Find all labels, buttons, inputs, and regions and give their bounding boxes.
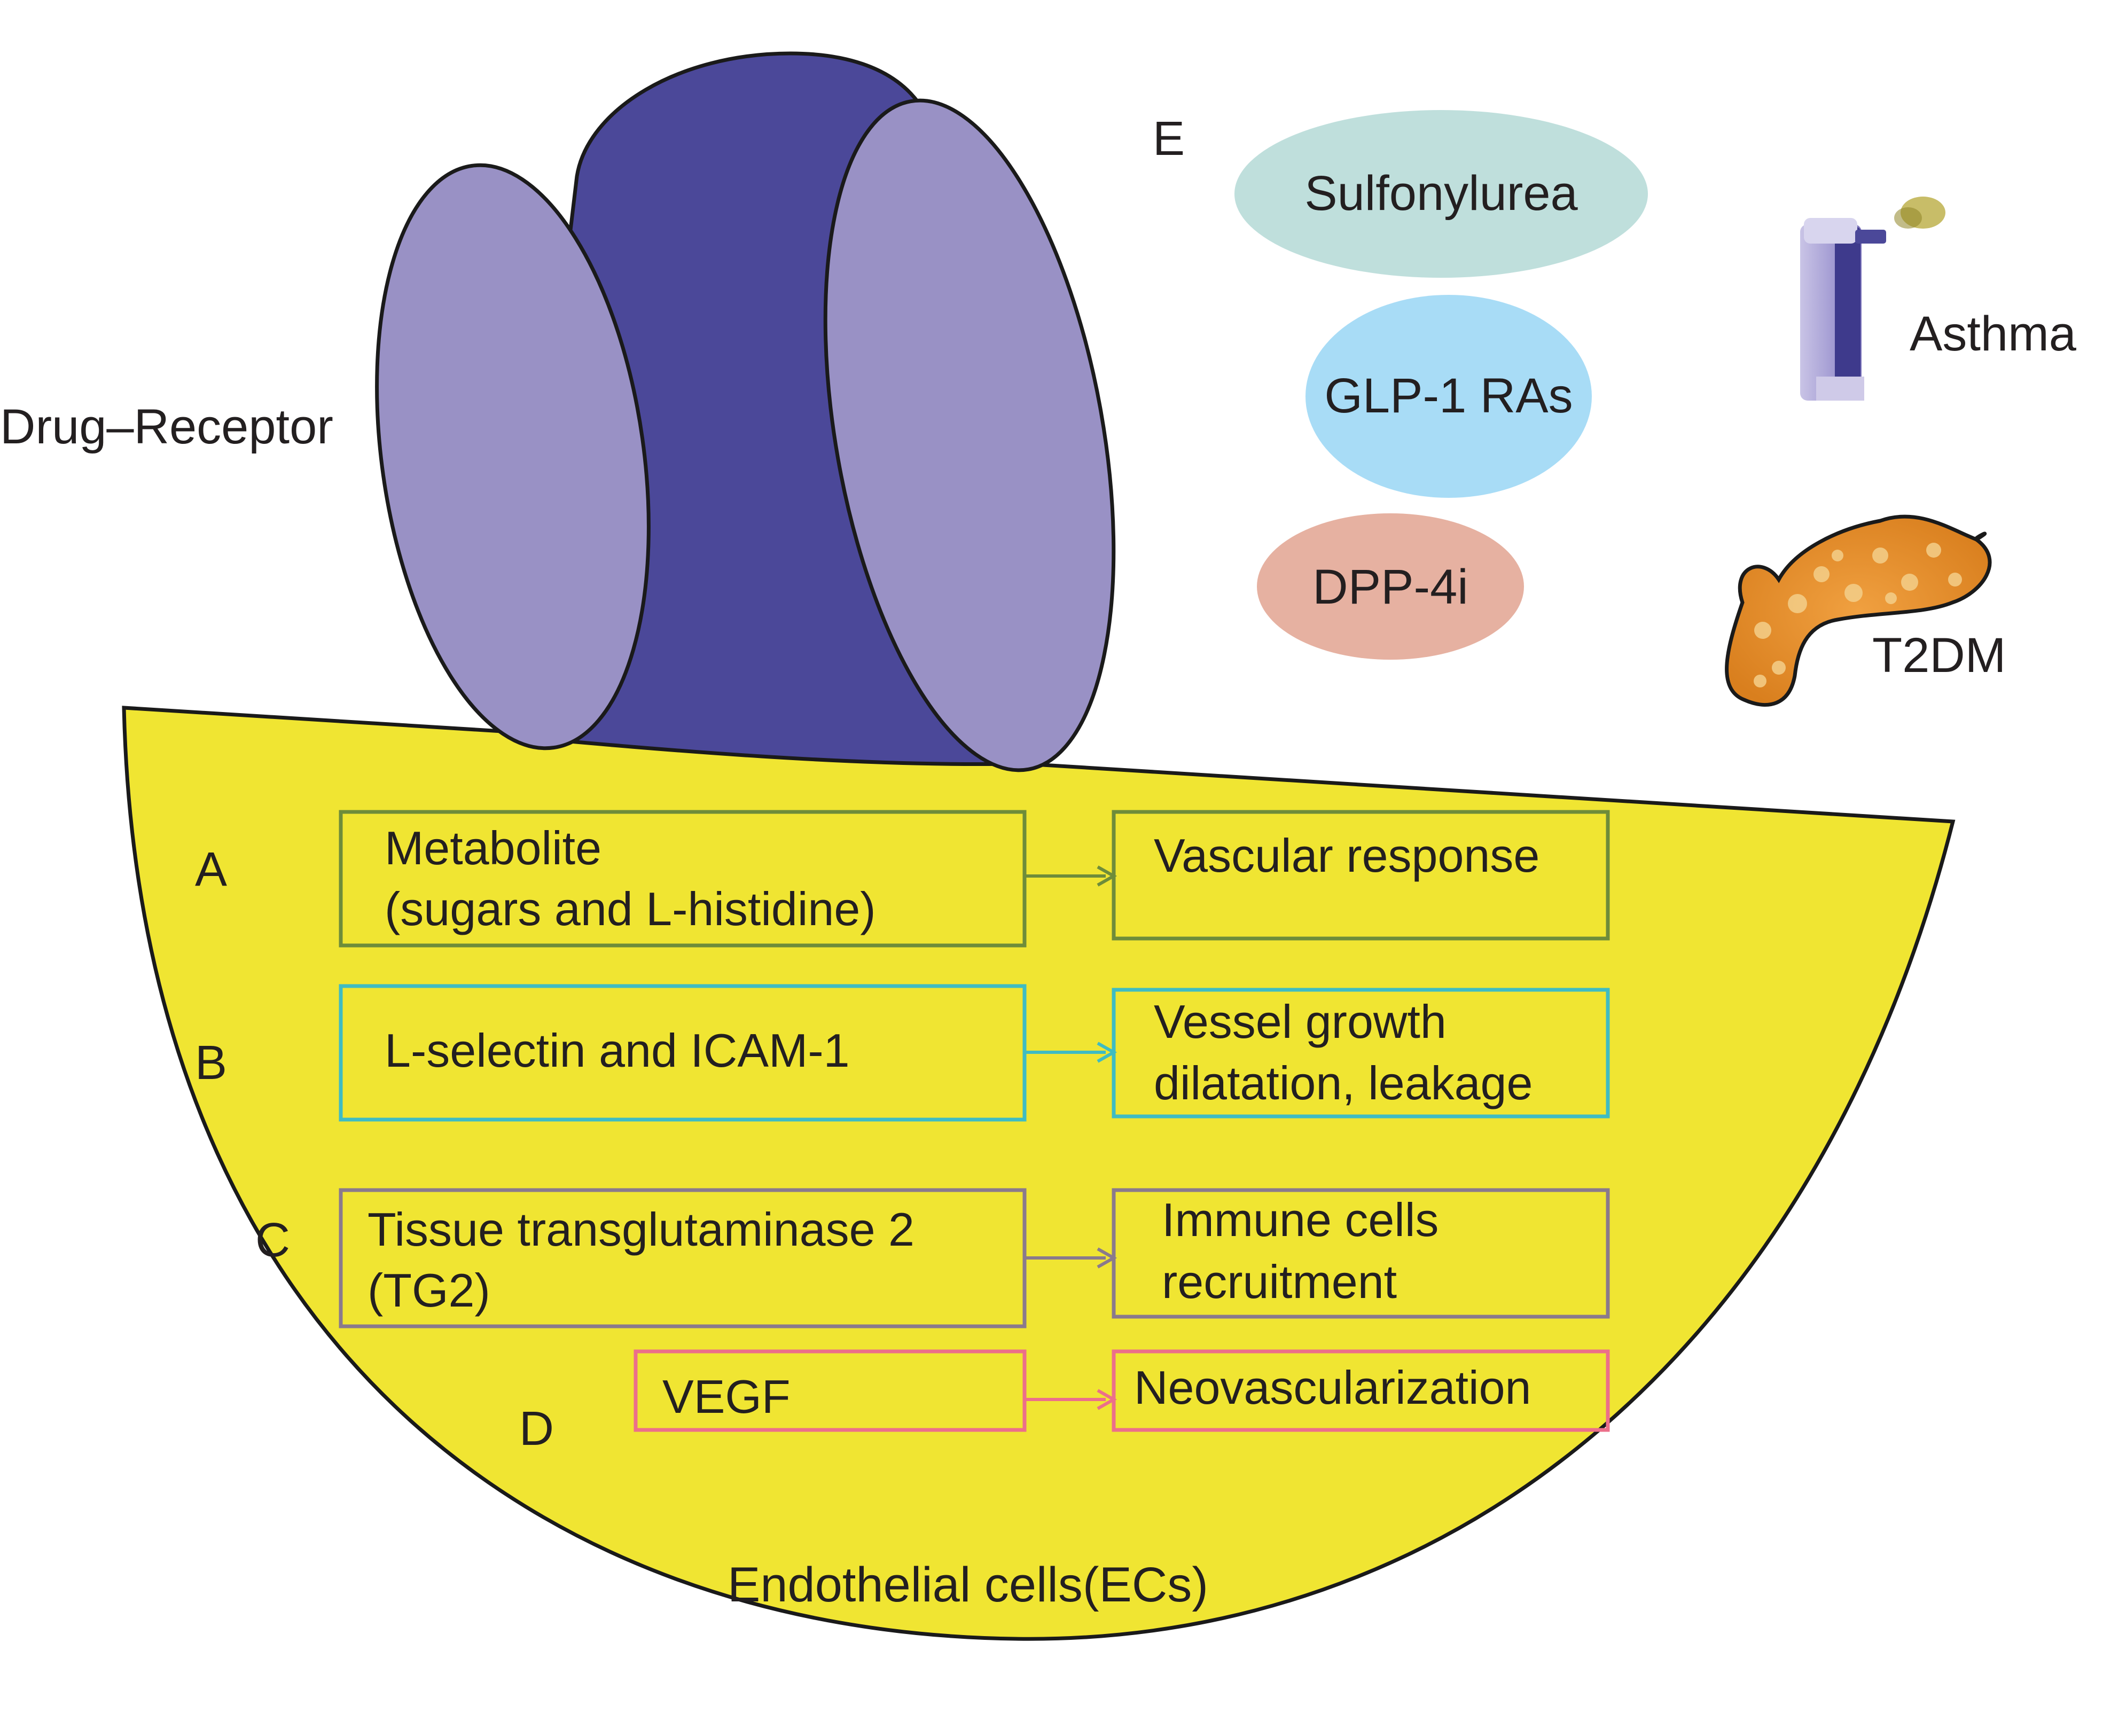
drug-label: Sulfonylurea <box>1304 166 1578 221</box>
receptor-icon <box>375 51 1116 772</box>
drug-glp1: GLP-1 RAs <box>1305 295 1592 498</box>
target-line-1: Vascular response <box>1154 829 1539 882</box>
target-line-2: recruitment <box>1162 1255 1397 1308</box>
pathway-letter: C <box>255 1214 290 1267</box>
disease-label-t2dm: T2DM <box>1872 628 2006 683</box>
endothelial-cell-shape <box>122 706 1956 1641</box>
pathway-c: C Tissue transglutaminase 2 (TG2) Immune… <box>255 1188 1610 1328</box>
pancreas-icon <box>1725 514 1992 707</box>
target-line-2: dilatation, leakage <box>1154 1057 1533 1109</box>
receptor-right-lobe <box>823 98 1116 772</box>
pathway-letter: B <box>195 1036 227 1090</box>
pathway-letter: A <box>195 843 227 896</box>
drug-label: GLP-1 RAs <box>1324 369 1573 423</box>
drug-label: DPP-4i <box>1312 560 1468 614</box>
source-line-1: VEGF <box>662 1370 791 1423</box>
source-line-1: Metabolite <box>385 822 601 874</box>
pathway-target-box <box>1112 1349 1610 1432</box>
pathway-target-box <box>1112 810 1610 941</box>
target-line-1: Neovascularization <box>1134 1361 1531 1414</box>
drug-oval <box>1234 110 1648 278</box>
drug-dpp4i: DPP-4i <box>1257 513 1524 660</box>
receptor-label: Drug–Receptor <box>0 400 333 454</box>
target-line-1: Immune cells <box>1162 1193 1439 1246</box>
pathway-target-box <box>1112 988 1610 1119</box>
pathway-b: B L-selectin and ICAM-1 Vessel growth di… <box>195 984 1610 1122</box>
drug-sulfonylurea: Sulfonylurea <box>1234 110 1648 278</box>
source-line-2: (sugars and L-histidine) <box>385 882 876 935</box>
source-line-1: L-selectin and ICAM-1 <box>385 1024 850 1077</box>
source-line-1: Tissue transglutaminase 2 <box>368 1203 914 1256</box>
drug-oval <box>1305 295 1592 498</box>
drug-group-letter: E <box>1153 112 1185 166</box>
target-line-1: Vessel growth <box>1154 995 1447 1048</box>
pathway-letter: D <box>519 1402 554 1456</box>
source-line-2: (TG2) <box>368 1264 490 1317</box>
pathway-source-box <box>634 1349 1027 1432</box>
drug-oval <box>1257 513 1524 660</box>
receptor-left-lobe <box>375 163 651 750</box>
pathway-a: A Metabolite (sugars and L-histidine) Va… <box>195 810 1610 948</box>
pathway-d: D VEGF Neovascularization <box>519 1349 1610 1456</box>
inhaler-icon <box>1800 197 1945 401</box>
pathway-target-box <box>1112 1188 1610 1319</box>
disease-label-asthma: Asthma <box>1910 307 2077 361</box>
pathway-source-box <box>339 810 1027 948</box>
cell-label: Endothelial cells(ECs) <box>728 1558 1208 1612</box>
